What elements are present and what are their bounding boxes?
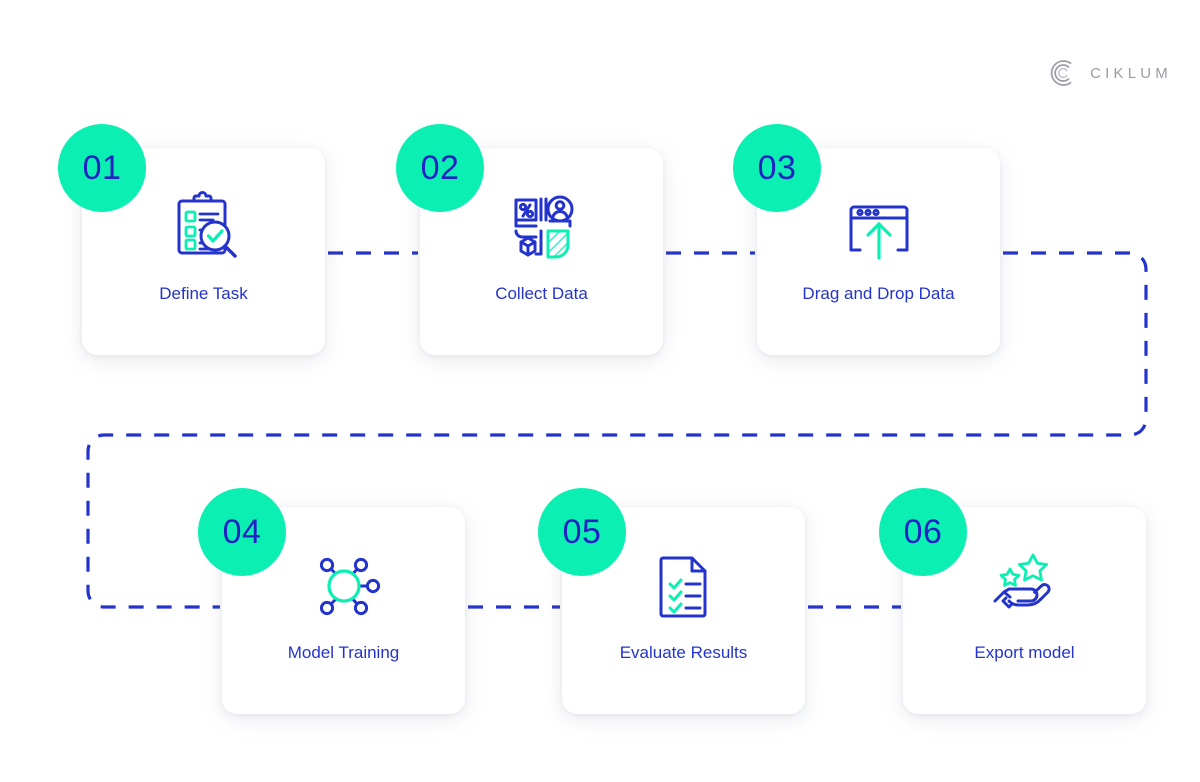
step-number: 06 [903, 512, 943, 551]
data-grid-percent-user-cube-icon [503, 186, 581, 268]
browser-upload-arrow-icon [838, 186, 920, 268]
clipboard-magnifier-check-icon [165, 186, 243, 268]
step-number: 03 [757, 148, 797, 187]
step-number: 01 [82, 148, 122, 187]
step-label: Drag and Drop Data [802, 284, 955, 303]
step-card-define-task[interactable]: Define Task [82, 148, 325, 355]
step-number: 04 [222, 512, 262, 551]
step-badge-04: 04 [198, 488, 286, 576]
brand-name: CIKLUM [1090, 64, 1172, 82]
brand-logo: CIKLUM [1048, 58, 1172, 88]
hand-stars-icon [981, 545, 1069, 627]
step-label: Export model [974, 643, 1075, 662]
step-card-model-training[interactable]: Model Training [222, 507, 465, 714]
step-badge-01: 01 [58, 124, 146, 212]
step-badge-03: 03 [733, 124, 821, 212]
document-checklist-icon [648, 545, 720, 627]
step-label: Evaluate Results [619, 643, 748, 662]
ciklum-c-mark-icon [1050, 60, 1072, 86]
step-label: Collect Data [495, 284, 588, 303]
step-number: 02 [420, 148, 460, 187]
step-badge-05: 05 [538, 488, 626, 576]
step-number: 05 [562, 512, 602, 551]
step-label: Model Training [287, 643, 400, 662]
step-label: Define Task [159, 284, 248, 303]
step-badge-02: 02 [396, 124, 484, 212]
step-card-collect-data[interactable]: Collect Data [420, 148, 663, 355]
neural-network-nodes-icon [304, 545, 384, 627]
step-badge-06: 06 [879, 488, 967, 576]
